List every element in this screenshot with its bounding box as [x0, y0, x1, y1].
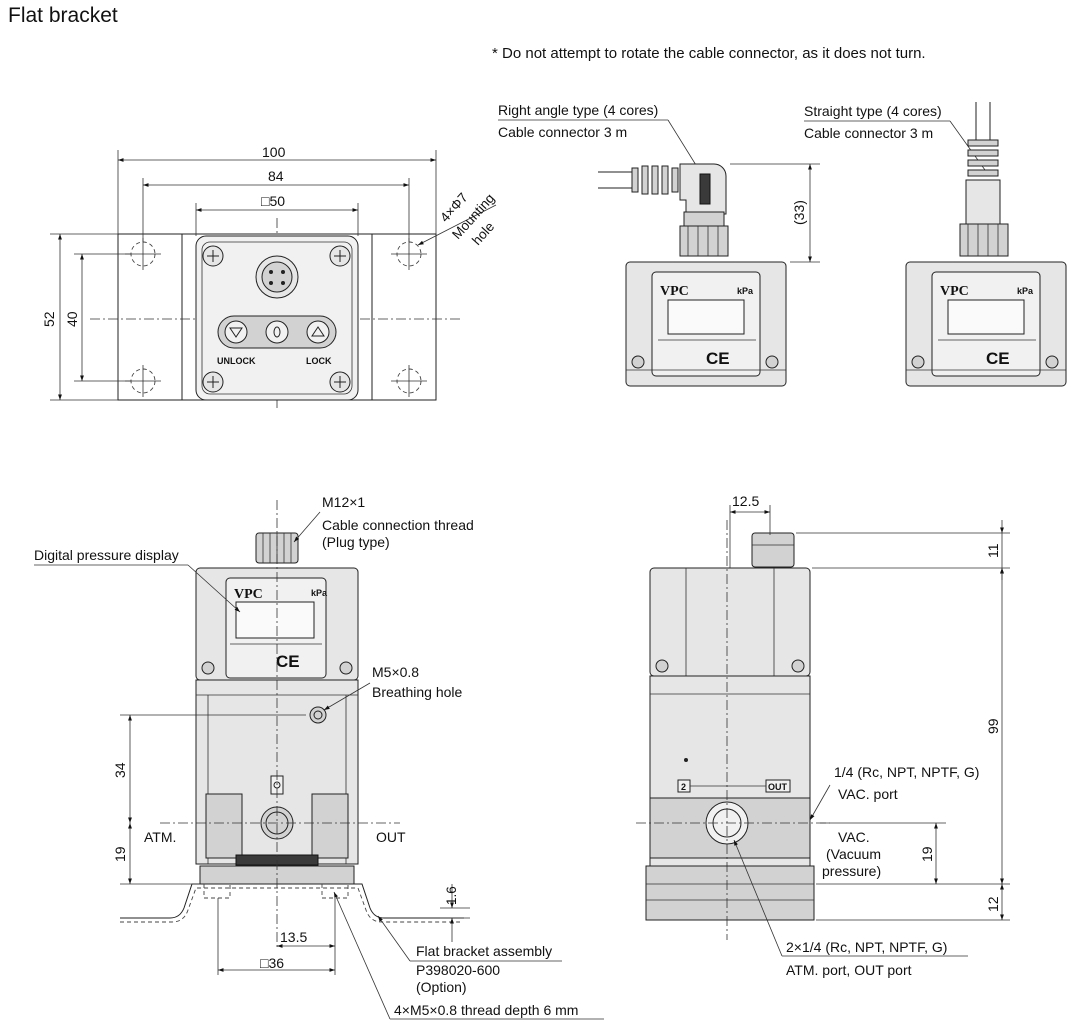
bracket-profile: [120, 883, 464, 919]
vac-label-3: pressure): [822, 863, 881, 879]
front-view: UNLOCK LOCK 100 84 □50 52 40 4×Φ7 Mounti…: [41, 144, 497, 410]
right-angle-view: Right angle type (4 cores) Cable connect…: [498, 102, 820, 387]
ce-mark: CE: [276, 652, 300, 671]
port-mark-out: OUT: [768, 782, 788, 792]
bracket-label-1: Flat bracket assembly: [416, 943, 552, 959]
dim-34: 34: [112, 762, 128, 778]
port-mark-2: 2: [681, 782, 686, 792]
dim-11: 11: [985, 543, 1001, 558]
dim-19: 19: [112, 846, 128, 862]
vac-label-1: VAC.: [838, 829, 870, 845]
port-label-1: 2×1/4 (Rc, NPT, NPTF, G): [786, 939, 947, 955]
corner-screw: [202, 245, 351, 393]
bracket-label-2: P398020-600: [416, 962, 500, 978]
dim-99: 99: [985, 718, 1001, 734]
dim-50: □50: [261, 193, 285, 209]
display-window: [947, 299, 1025, 335]
dim-84: 84: [268, 168, 284, 184]
straight-view: Straight type (4 cores) Cable connector …: [804, 102, 1067, 387]
dim-1-6: 1.6: [444, 886, 459, 905]
display-window: [667, 299, 745, 335]
lock-label: LOCK: [306, 356, 332, 366]
straight-cable-label: Cable connector 3 m: [804, 125, 933, 141]
out-label: OUT: [376, 829, 406, 845]
dim-19: 19: [919, 846, 935, 862]
brand-label: VPC: [940, 284, 969, 299]
upper-body: [649, 567, 811, 677]
vac-port-label-2: VAC. port: [838, 786, 898, 802]
unlock-label: UNLOCK: [217, 356, 256, 366]
dim-33: (33): [791, 200, 807, 225]
m12-connector: [751, 532, 795, 568]
bracket-plate: [645, 865, 815, 921]
right-angle-type-label: Right angle type (4 cores): [498, 102, 658, 118]
straight-type-label: Straight type (4 cores): [804, 103, 942, 119]
display-window: [235, 601, 315, 639]
port-label-2: ATM. port, OUT port: [786, 962, 912, 978]
breathing-label-2: Breathing hole: [372, 684, 463, 700]
vac-port-label-1: 1/4 (Rc, NPT, NPTF, G): [834, 764, 979, 780]
rotation-note: * Do not attempt to rotate the cable con…: [492, 45, 926, 62]
up-button: [306, 320, 330, 344]
thread-depth-label: 4×M5×0.8 thread depth 6 mm: [394, 1002, 578, 1018]
side-view: VPC kPa CE M12×1 Cable connection thread…: [34, 494, 604, 1020]
dim-40: 40: [64, 311, 80, 327]
lock-button: [265, 320, 289, 344]
brand-label: VPC: [660, 284, 689, 299]
thread-label-2: Cable connection thread: [322, 517, 474, 533]
dim-12-5: 12.5: [732, 493, 759, 509]
page-title: Flat bracket: [8, 4, 118, 27]
unit-label: kPa: [737, 286, 754, 296]
dim-13-5: 13.5: [280, 929, 307, 945]
thread-label-3: (Plug type): [322, 534, 390, 550]
right-angle-cable-label: Cable connector 3 m: [498, 124, 627, 140]
down-button: [224, 320, 248, 344]
bracket-label-3: (Option): [416, 979, 467, 995]
breathing-hole: [309, 706, 327, 724]
straight-connector: [965, 179, 1001, 225]
rear-view: 2 OUT 12.5 11 99 12 19 1/4 (Rc, NPT,: [636, 493, 1010, 978]
display-label: Digital pressure display: [34, 547, 179, 563]
ce-mark: CE: [706, 349, 730, 368]
dim-36: □36: [260, 955, 284, 971]
vac-label-2: (Vacuum: [826, 846, 881, 862]
brand-label: VPC: [234, 587, 263, 602]
ce-mark: CE: [986, 349, 1010, 368]
dim-12: 12: [985, 896, 1001, 912]
dim-52: 52: [41, 311, 57, 327]
unit-label: kPa: [1017, 286, 1034, 296]
breathing-label-1: M5×0.8: [372, 664, 419, 680]
atm-label: ATM.: [144, 829, 176, 845]
unit-label: kPa: [311, 588, 328, 598]
thread-label-1: M12×1: [322, 494, 365, 510]
dim-100: 100: [262, 144, 286, 160]
